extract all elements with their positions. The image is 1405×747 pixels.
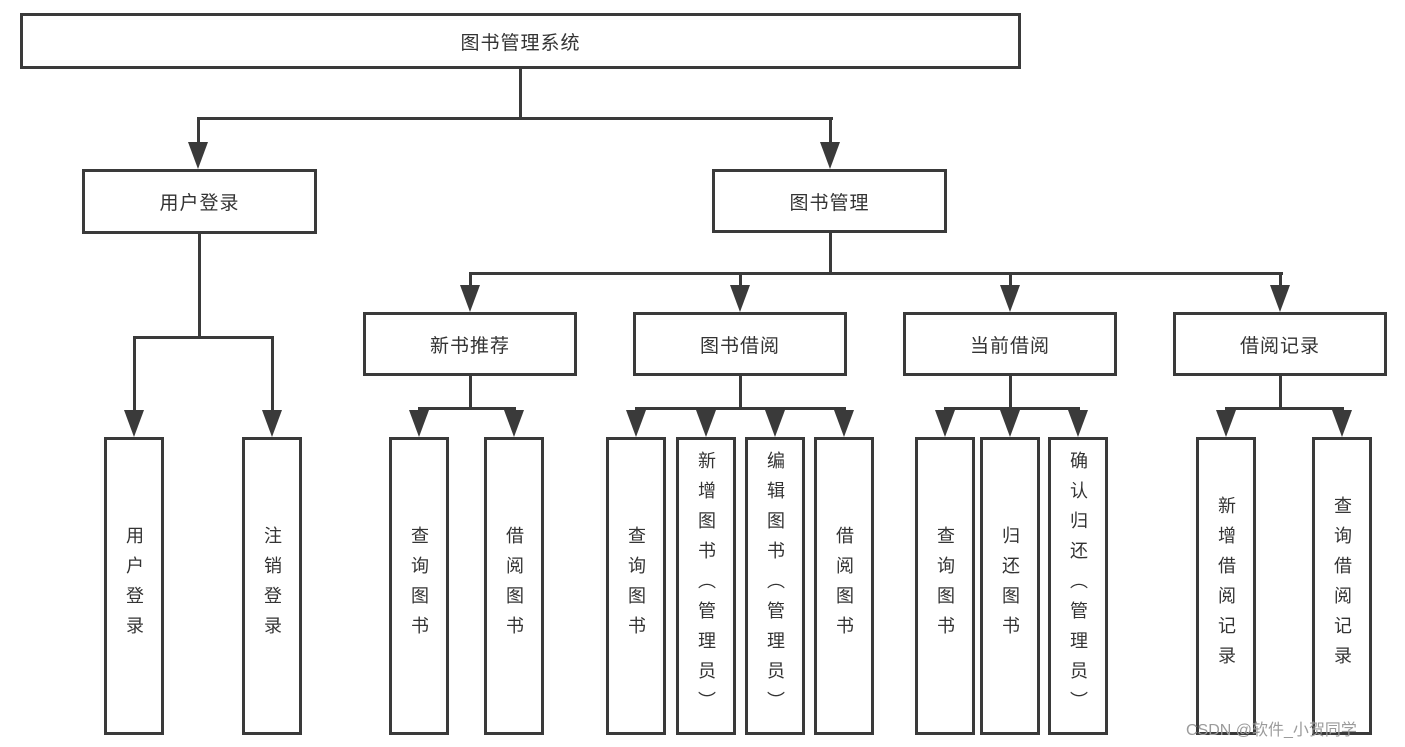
leaf-user-login: 用户登录: [104, 437, 164, 735]
node-borrowing-records: 借阅记录: [1173, 312, 1387, 376]
connector-arrow: [765, 410, 785, 437]
connector-line: [469, 376, 472, 409]
leaf-label: 注销登录: [262, 526, 282, 646]
connector-arrow: [1332, 410, 1352, 437]
leaf-query-borrow-record: 查询借阅记录: [1312, 437, 1372, 735]
connector-line: [198, 233, 201, 337]
connector-arrow: [1000, 285, 1020, 312]
connector-line: [1279, 376, 1282, 409]
leaf-label: 查询图书: [935, 526, 955, 646]
connector-line: [469, 272, 472, 288]
leaf-label: 借阅图书: [504, 526, 524, 646]
leaf-edit-book-admin: 编辑图书（管理员）: [745, 437, 805, 735]
leaf-label: 编辑图书（管理员）: [765, 451, 785, 721]
leaf-label: 归还图书: [1000, 526, 1020, 646]
connector-arrow: [124, 410, 144, 437]
leaf-borrow-books-recommend: 借阅图书: [484, 437, 544, 735]
connector-arrow: [188, 142, 208, 169]
connector-arrow: [409, 410, 429, 437]
connector-arrow: [460, 285, 480, 312]
node-book-borrowing: 图书借阅: [633, 312, 847, 376]
connector-line: [469, 272, 1283, 275]
connector-arrow: [262, 410, 282, 437]
connector-line: [133, 336, 136, 414]
connector-arrow: [1068, 410, 1088, 437]
leaf-logout: 注销登录: [242, 437, 302, 735]
connector-line: [133, 336, 274, 339]
leaf-query-books-borrowing: 查询图书: [606, 437, 666, 735]
connector-arrow: [820, 142, 840, 169]
node-current-borrowing: 当前借阅: [903, 312, 1117, 376]
connector-line: [829, 117, 832, 145]
connector-line: [739, 376, 742, 409]
leaf-query-books-recommend: 查询图书: [389, 437, 449, 735]
connector-line: [271, 336, 274, 414]
node-user-login: 用户登录: [82, 169, 317, 234]
leaf-return-books: 归还图书: [980, 437, 1040, 735]
leaf-query-books-current: 查询图书: [915, 437, 975, 735]
connector-line: [739, 272, 742, 288]
leaf-borrow-books: 借阅图书: [814, 437, 874, 735]
leaf-label: 确认归还（管理员）: [1068, 451, 1088, 721]
node-library-system: 图书管理系统: [20, 13, 1021, 69]
leaf-label: 查询图书: [409, 526, 429, 646]
leaf-label: 查询借阅记录: [1332, 496, 1352, 676]
connector-line: [197, 117, 200, 145]
csdn-watermark: CSDN @软件_小贺同学: [1186, 722, 1357, 739]
connector-line: [1279, 272, 1282, 288]
connector-arrow: [696, 410, 716, 437]
leaf-confirm-return-admin: 确认归还（管理员）: [1048, 437, 1108, 735]
connector-line: [1009, 272, 1012, 288]
node-new-book-recommend: 新书推荐: [363, 312, 577, 376]
connector-arrow: [935, 410, 955, 437]
connector-line: [1009, 376, 1012, 409]
node-book-management: 图书管理: [712, 169, 947, 233]
leaf-add-borrow-record: 新增借阅记录: [1196, 437, 1256, 735]
connector-line: [829, 232, 832, 274]
connector-arrow: [1270, 285, 1290, 312]
connector-arrow: [834, 410, 854, 437]
connector-line: [197, 117, 833, 120]
leaf-add-book-admin: 新增图书（管理员）: [676, 437, 736, 735]
connector-line: [418, 407, 516, 410]
connector-arrow: [504, 410, 524, 437]
connector-arrow: [1000, 410, 1020, 437]
leaf-label: 用户登录: [124, 526, 144, 646]
leaf-label: 新增图书（管理员）: [696, 451, 716, 721]
connector-arrow: [730, 285, 750, 312]
connector-line: [519, 68, 522, 117]
leaf-label: 查询图书: [626, 526, 646, 646]
connector-line: [635, 407, 846, 410]
connector-arrow: [1216, 410, 1236, 437]
leaf-label: 新增借阅记录: [1216, 496, 1236, 676]
leaf-label: 借阅图书: [834, 526, 854, 646]
connector-line: [1225, 407, 1343, 410]
connector-arrow: [626, 410, 646, 437]
